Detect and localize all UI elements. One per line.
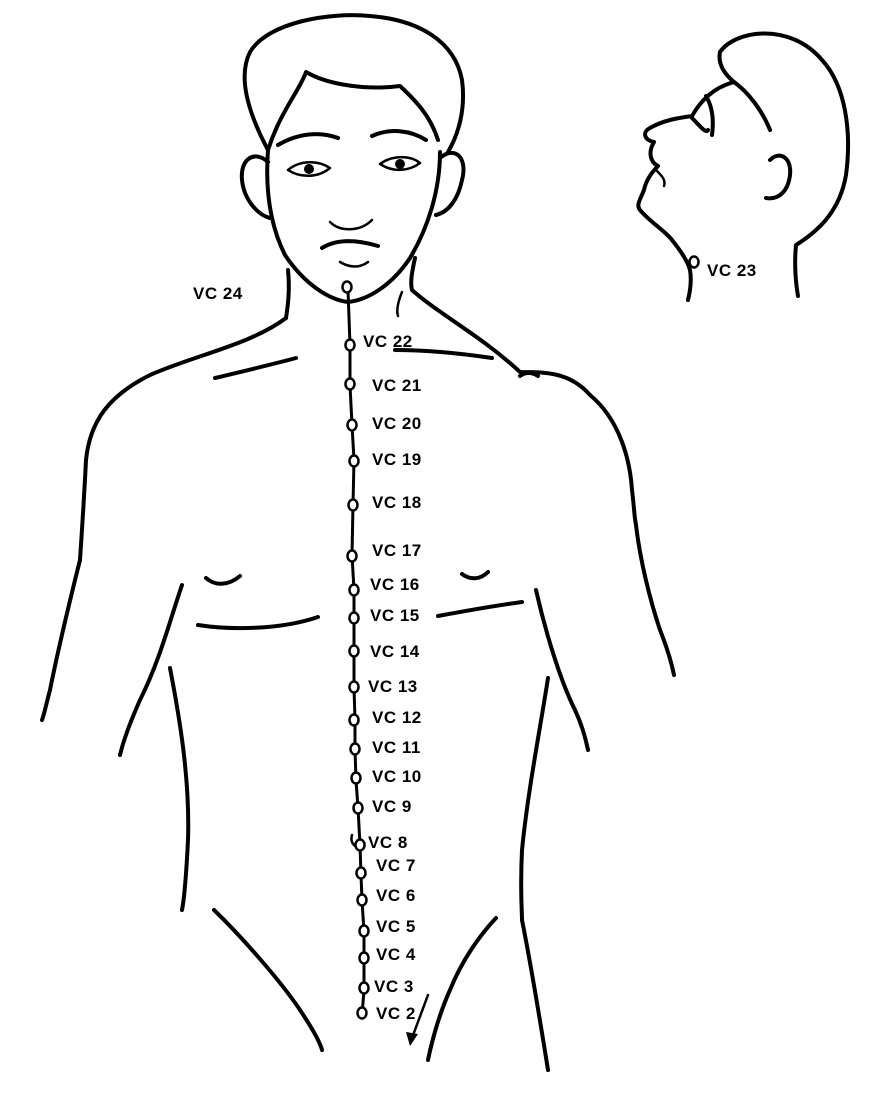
right-flank [519, 676, 550, 922]
right-arm-inner [534, 588, 590, 752]
profile-hair [718, 31, 851, 298]
acupoint-vc-10 [350, 771, 362, 785]
lower-lip [338, 260, 370, 268]
right-nipple [460, 570, 490, 581]
label-vc-8: VC 8 [368, 833, 408, 852]
front-figure [239, 13, 466, 320]
profile-mouth [654, 168, 666, 188]
left-ear [239, 154, 272, 220]
label-vc-20: VC 20 [372, 414, 422, 433]
label-vc-7: VC 7 [376, 856, 416, 875]
profile-head [636, 31, 851, 302]
label-vc-13: VC 13 [368, 677, 418, 696]
label-vc-14: VC 14 [370, 642, 420, 661]
acupoint-vc-4 [358, 951, 370, 965]
acupoint-vc-15 [348, 611, 360, 625]
label-vc-5: VC 5 [376, 917, 416, 936]
label-vc-16: VC 16 [370, 575, 420, 594]
acupoint-vc-23 [688, 255, 700, 269]
right-groin [426, 916, 498, 1062]
left-arm-outer [40, 558, 82, 722]
left-shoulder [78, 316, 288, 562]
acupoint-vc-13 [348, 680, 360, 694]
label-vc-17: VC 17 [372, 541, 422, 560]
right-ear [434, 150, 466, 217]
acupoint-vc-14 [348, 644, 360, 658]
label-vc-21: VC 21 [372, 376, 422, 395]
label-vc-18: VC 18 [372, 493, 422, 512]
right-pectoral [436, 600, 524, 618]
torso [40, 288, 676, 1072]
profile-hairline [717, 50, 772, 132]
acupoint-vc-8 [354, 838, 366, 852]
acupoint-vc-11 [349, 742, 361, 756]
acupoints: VC 24 VC 23 VC 22 VC 21 VC 20 VC 19 VC 18 VC 17… [193, 255, 757, 1023]
acupoint-vc-3 [358, 981, 370, 995]
label-vc-15: VC 15 [370, 606, 420, 625]
profile-eye [690, 116, 710, 133]
right-pupil [395, 159, 405, 169]
label-vc-11: VC 11 [372, 738, 421, 757]
vc2-arrow-stroke [410, 993, 430, 1040]
acupoint-vc-17 [346, 549, 358, 563]
conception-vessel-line [346, 288, 366, 1017]
label-vc-12: VC 12 [372, 708, 422, 727]
neck-crease [395, 290, 404, 318]
label-vc-3: VC 3 [374, 977, 414, 996]
right-shoulder [410, 288, 638, 527]
left-flank [168, 666, 191, 912]
label-vc-10: VC 10 [372, 767, 422, 786]
acupoint-vc-9 [352, 801, 364, 815]
neck-left [284, 268, 291, 320]
left-nipple [204, 574, 242, 586]
right-shoulder-joint [518, 371, 540, 378]
acupoint-vc-19 [348, 454, 360, 468]
left-pupil [304, 164, 314, 174]
label-vc-19: VC 19 [372, 450, 422, 469]
right-arm-outer [634, 523, 676, 677]
label-vc-24: VC 24 [193, 284, 243, 303]
acupoint-vc-18 [347, 498, 359, 512]
acupoint-vc-7 [355, 866, 367, 880]
neck-right [409, 256, 417, 292]
acupoint-vc-16 [348, 583, 360, 597]
right-eyebrow [370, 129, 428, 142]
acupoint-vc-12 [348, 713, 360, 727]
right-eye [378, 155, 422, 172]
left-clavicle [213, 356, 298, 380]
right-clavicle [393, 348, 494, 360]
vc2-arrow [406, 1032, 418, 1046]
acupoint-vc-2 [356, 1006, 368, 1020]
acupoint-vc-20 [346, 418, 358, 432]
acupoint-vc-5 [358, 924, 370, 938]
left-eye [286, 161, 332, 177]
acupoint-vc-21 [344, 377, 356, 391]
hair [242, 13, 465, 154]
label-vc-22: VC 22 [363, 332, 413, 351]
right-leg-outer [520, 918, 550, 1072]
label-vc-6: VC 6 [376, 886, 416, 905]
acupoint-vc-24 [341, 280, 353, 294]
label-vc-2: VC 2 [376, 1004, 416, 1023]
left-eyebrow [276, 132, 340, 147]
label-vc-9: VC 9 [372, 797, 412, 816]
profile-ear [764, 153, 793, 201]
nose [328, 218, 374, 231]
left-groin [212, 908, 324, 1052]
profile-brow [704, 94, 715, 137]
label-vc-23: VC 23 [707, 261, 757, 280]
left-pectoral [196, 615, 320, 631]
acupoint-vc-6 [356, 893, 368, 907]
profile-face [636, 80, 736, 302]
label-vc-4: VC 4 [376, 945, 416, 964]
mouth [320, 239, 380, 250]
acupoint-vc-22 [344, 338, 356, 352]
left-arm-inner [118, 583, 184, 757]
